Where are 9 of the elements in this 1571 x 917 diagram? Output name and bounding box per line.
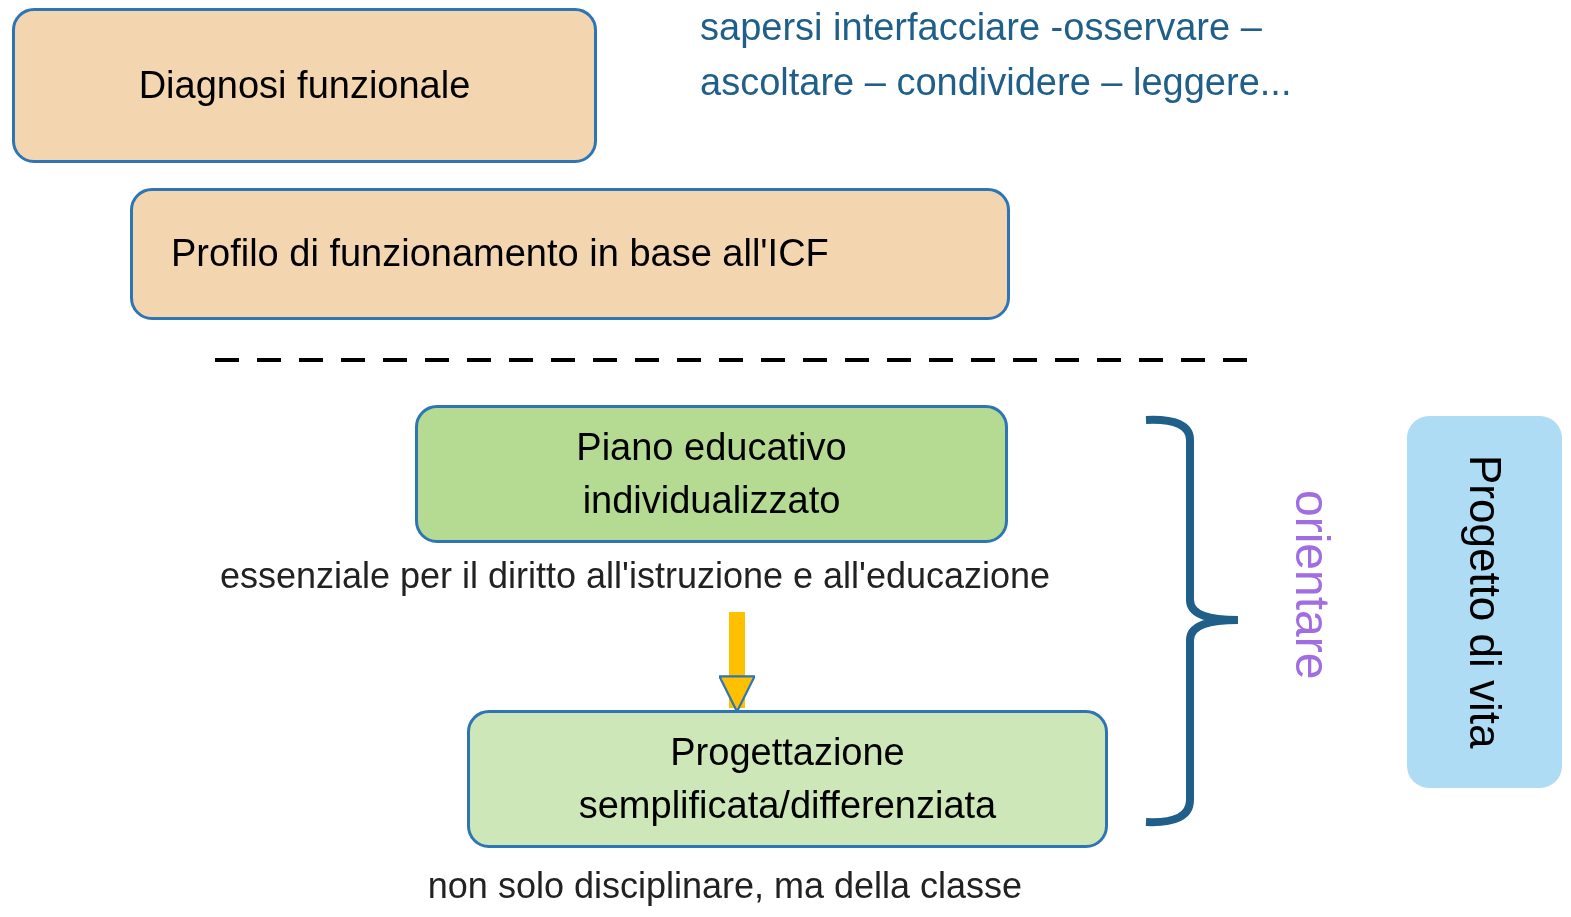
process-box: Diagnosi funzionale xyxy=(12,8,597,163)
process-box: Profilo di funzionamento in base all'ICF xyxy=(130,188,1010,320)
note-text: sapersi interfacciare -osservare – ascoltare – condividere – leggere... xyxy=(700,5,1293,106)
process-box: Piano educativo individualizzato xyxy=(415,405,1008,543)
side-label: orientare xyxy=(1285,490,1340,682)
side-panel: Progetto di vita xyxy=(1407,416,1562,788)
caption-text: essenziale per il diritto all'istruzione e all'educazione xyxy=(218,555,1052,597)
process-box: Progettazione semplificata/differenziata xyxy=(467,710,1108,848)
caption-text: non solo disciplinare, ma della classe xyxy=(426,865,1024,907)
